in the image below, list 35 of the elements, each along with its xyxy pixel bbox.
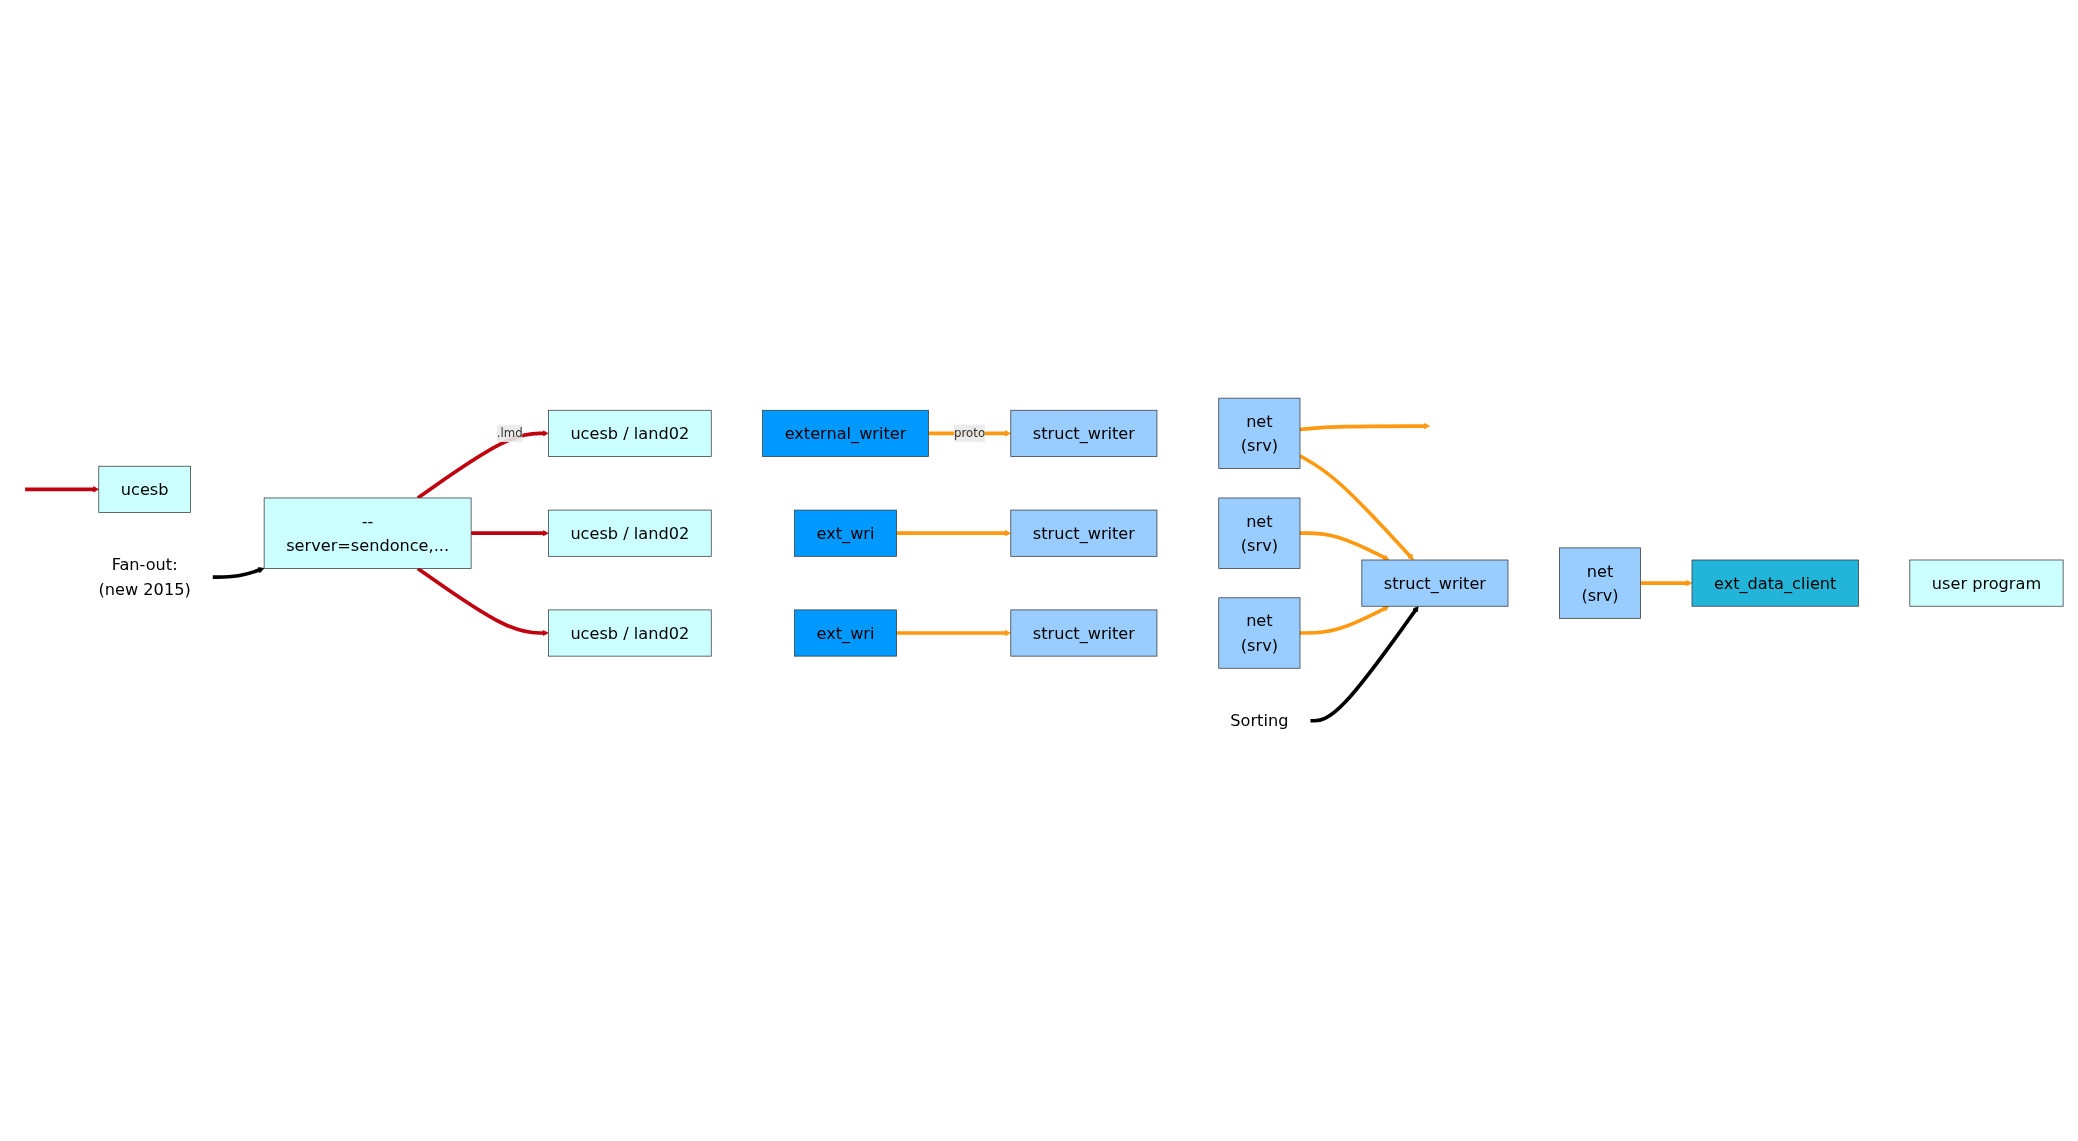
arrow	[25, 485, 100, 493]
node-box: struct_writer	[1010, 509, 1158, 557]
arrow	[1310, 605, 1419, 723]
arrow	[896, 529, 1012, 536]
arrow	[1640, 579, 1693, 586]
node-box: net (srv)	[1559, 547, 1641, 619]
node-box: ucesb / land02	[548, 509, 712, 557]
node-box: ucesb / land02	[548, 409, 712, 457]
node-box: ucesb	[98, 465, 191, 513]
node-box: struct_writer	[1010, 409, 1158, 457]
arrow	[1300, 530, 1390, 560]
node-box: ext_wri	[794, 509, 897, 557]
node-box: --server=sendonce,...	[263, 497, 472, 569]
arrow	[896, 629, 1012, 636]
node-text: Fan-out: (new 2015)	[98, 555, 191, 598]
arrow	[212, 566, 265, 579]
arrow	[416, 566, 549, 636]
arrow	[416, 429, 549, 499]
node-box: net (srv)	[1218, 497, 1301, 569]
node-box: external_writer	[762, 409, 929, 457]
arrow	[1300, 605, 1390, 635]
arrow	[471, 529, 549, 536]
node-box: user program	[1909, 559, 2064, 607]
node-text: Sorting	[1230, 711, 1289, 730]
node-box: ext_data_client	[1691, 559, 1859, 607]
node-box: net (srv)	[1218, 596, 1301, 669]
node-box: ext_wri	[794, 609, 897, 656]
arrow	[1299, 453, 1414, 560]
arrow	[1299, 422, 1431, 431]
edge-label: .lmd	[496, 425, 523, 440]
node-box: ucesb / land02	[548, 609, 712, 656]
node-box: struct_writer	[1010, 609, 1158, 656]
edge-label: proto	[954, 425, 986, 440]
node-box: struct_writer	[1361, 559, 1509, 607]
node-box: net (srv)	[1218, 397, 1301, 469]
